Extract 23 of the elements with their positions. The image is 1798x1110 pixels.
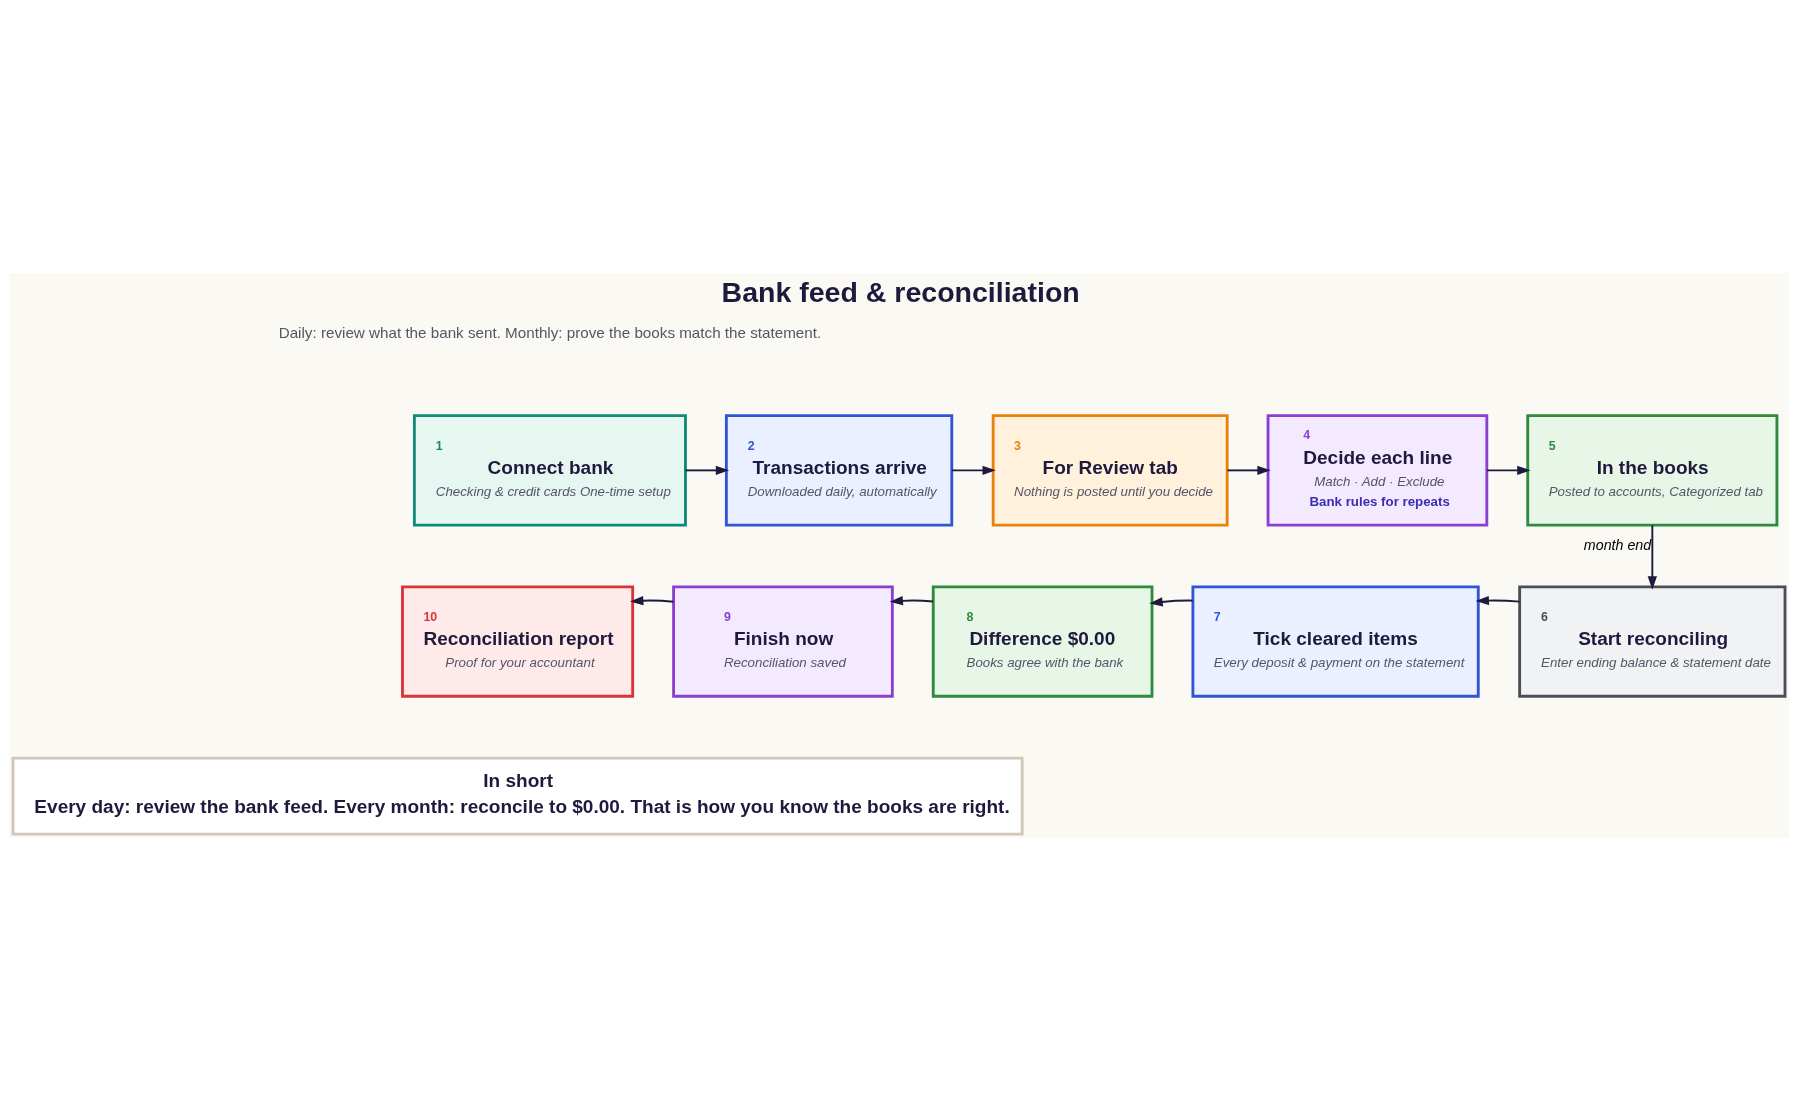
diagram-title: Bank feed & reconciliation: [721, 275, 1080, 308]
arrow: [889, 595, 934, 605]
node-box: 5 In the books Posted to accounts, Categorized tab: [1526, 413, 1779, 526]
node-box: 6 Start reconciling Enter ending balance & statement date: [1518, 584, 1787, 698]
node-box: 10 Reconciliation report Proof for your accountant: [401, 584, 635, 698]
arrow: [684, 465, 730, 475]
node-box: 3 For Review tab Nothing is posted until you decide: [991, 413, 1229, 526]
node-box: 4 Decide each line Match · Add · Exclude Bank rules for repeats: [1266, 413, 1489, 526]
node-box: 9 Finish now Reconciliation saved: [672, 584, 894, 698]
node-box: 8 Difference $0.00 Books agree with the bank: [931, 584, 1154, 698]
arrow: [1226, 465, 1271, 475]
arrow: [1486, 465, 1531, 475]
node-box: 1 Connect bank Checking & credit cards One-time setup: [412, 413, 687, 526]
node-box: In short Every day: review the bank feed. Every month: reconcile to $0.00. That is how you know the books are right.: [11, 756, 1024, 836]
label: Daily: review what the bank sent. Monthly: prove the books match the statement.: [278, 323, 822, 341]
node-box: 7 Tick cleared items Every deposit & payment on the statement: [1191, 584, 1480, 698]
arrow: [950, 465, 996, 475]
arrow: [630, 595, 675, 605]
arrow: [1647, 523, 1657, 590]
arrow: [1149, 596, 1194, 607]
edge-label: month end: [1583, 536, 1652, 553]
node-box: 2 Transactions arrive Downloaded daily, automatically: [724, 413, 954, 526]
arrow: [1475, 595, 1521, 605]
